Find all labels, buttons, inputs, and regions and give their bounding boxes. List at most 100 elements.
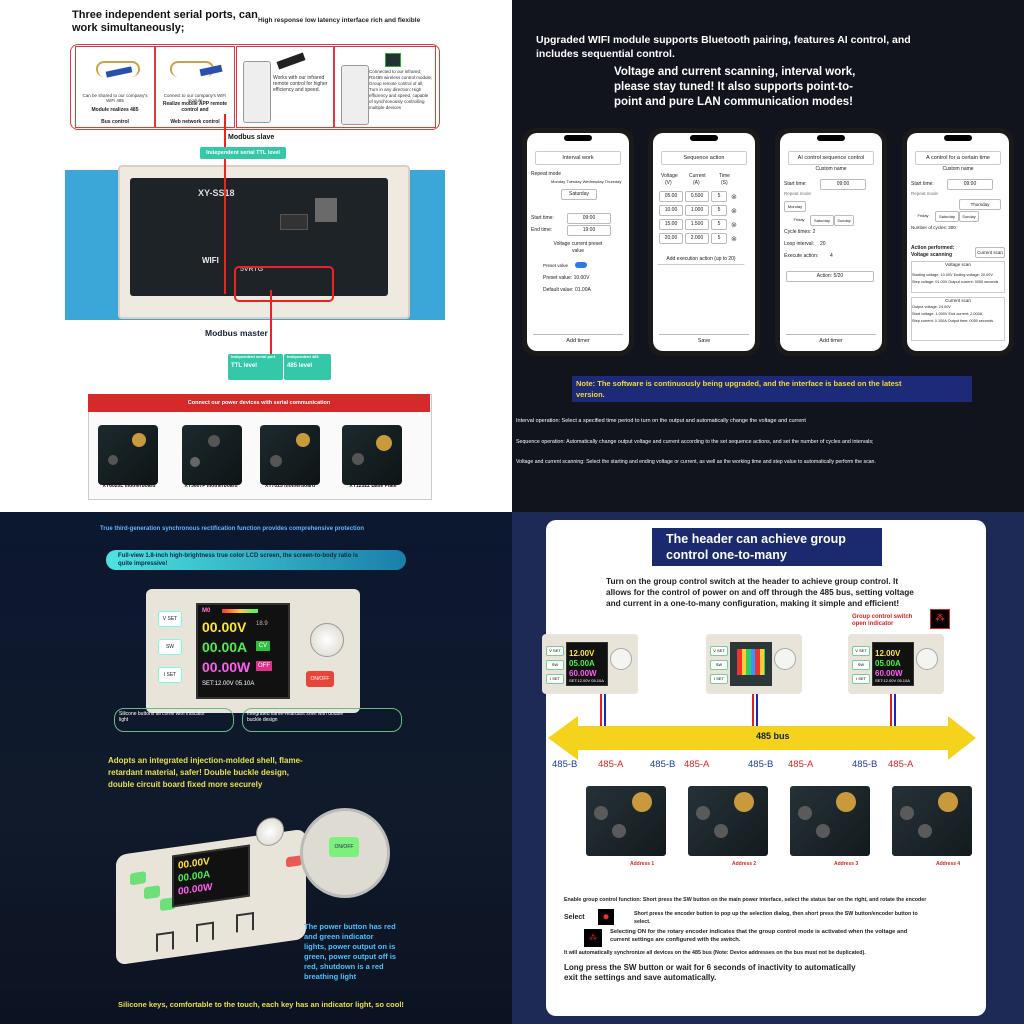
bus-arrow <box>548 716 976 760</box>
power-line1: The power button has red <box>304 922 396 931</box>
seq-t-2[interactable]: 5 <box>711 205 727 216</box>
day-chip-saturday[interactable]: Saturday <box>935 211 959 222</box>
iset-key[interactable]: I SET <box>852 674 870 684</box>
board-image-1 <box>98 425 158 485</box>
default-value: Default value: 01.00A <box>543 287 591 293</box>
device-lcd: 12.00V 05.00A 60.00W SET:12.00V 05.10A <box>566 642 608 686</box>
address-label-3: Address 3 <box>834 861 859 867</box>
address-label-1: Address 1 <box>630 861 655 867</box>
start-time-field[interactable]: 09:00 <box>947 179 993 190</box>
panel-serial-ports: Three independent serial ports, can work… <box>0 0 512 512</box>
card3-caption: Works with our infrared remote control f… <box>273 75 328 93</box>
day-chip-sunday[interactable]: Sunday <box>959 211 979 222</box>
menu-icons <box>737 649 765 675</box>
repeat-mode-label: Repeat mode <box>911 191 939 196</box>
panel-group-control: The header can achieve group control one… <box>512 512 1024 1024</box>
day-chip-friday[interactable]: Friday <box>917 213 929 218</box>
phone-screen: Sequence action Voltage Current Time (V)… <box>653 133 755 351</box>
day-chip-thursday[interactable]: Thursday <box>959 199 1001 210</box>
iset-button[interactable]: I SET <box>158 667 182 683</box>
repeat-mode-label: Repeat mode <box>784 191 812 196</box>
start-time-field[interactable]: 09:00 <box>567 213 611 224</box>
seq-a-4[interactable]: 2.000 <box>685 233 709 244</box>
seq-a-2[interactable]: 1.000 <box>685 205 709 216</box>
card4-caption: Connected to our infrared; RS485 wireles… <box>369 69 433 110</box>
angled-knob[interactable] <box>256 815 284 848</box>
notch <box>564 135 592 141</box>
saturday-chip[interactable]: Saturday <box>561 189 597 200</box>
chip <box>315 198 337 222</box>
ttl-level-box-2: Independent serial port TTL level <box>228 354 283 380</box>
preset-toggle[interactable] <box>575 262 587 268</box>
callout-right-line1: Integrated flame-retardant shell with do… <box>247 711 344 717</box>
start-time-label: Start time: <box>784 181 807 187</box>
seq-a-3[interactable]: 1.500 <box>685 219 709 230</box>
lcd-screen: M0 00.00V 00.00A 00.00W 18.9 CV OFF SET:… <box>196 603 290 699</box>
shell-text-line3: double circuit board fixed more securely <box>108 780 263 789</box>
rotary-knob[interactable] <box>774 648 796 670</box>
lcd-input: 18.9 <box>256 621 268 627</box>
voltage-scanning[interactable]: Voltage scanning <box>911 252 953 258</box>
address-board-2 <box>688 786 768 856</box>
start-time-field[interactable]: 09:00 <box>820 179 866 190</box>
angled-lcd: 00.00V 00.00A 00.00W <box>172 844 250 908</box>
zoom-onoff-button[interactable]: ON/OFF <box>329 837 359 857</box>
seq-v-4[interactable]: 20.00 <box>659 233 683 244</box>
current-scan-chip[interactable]: Current scan <box>975 247 1005 258</box>
sw-button[interactable]: SW <box>158 639 182 655</box>
seq-t-1[interactable]: 5 <box>711 191 727 202</box>
rotary-knob[interactable] <box>610 648 632 670</box>
end-time-field[interactable]: 19:00 <box>567 225 611 236</box>
add-timer-button[interactable]: Add timer <box>786 334 876 347</box>
loop-interval-value[interactable]: 20 <box>820 241 826 247</box>
silicone-keys-text: Silicone keys, comfortable to the touch,… <box>118 1000 404 1009</box>
seq-v-2[interactable]: 10.00 <box>659 205 683 216</box>
note-line1: Note: The software is continuously being… <box>576 379 902 388</box>
rotary-knob[interactable] <box>916 648 938 670</box>
device-front: V SET SW I SET M0 00.00V 00.00A 00.00W 1… <box>146 589 360 713</box>
seq-t-4[interactable]: 5 <box>711 233 727 244</box>
day-chip-saturday[interactable]: Saturday <box>810 215 834 226</box>
vset-key[interactable]: V SET <box>852 646 870 656</box>
iset-key[interactable]: I SET <box>546 674 564 684</box>
sw-key[interactable]: SW <box>852 660 870 670</box>
phone-screen: A control for a certain time Custom name… <box>907 133 1009 351</box>
iset-key[interactable]: I SET <box>710 674 728 684</box>
day-chip-friday[interactable]: Friday <box>793 217 805 222</box>
onoff-button[interactable]: ON/OFF <box>306 671 334 687</box>
modbus-slave-label: Modbus slave <box>228 134 275 141</box>
vset-key[interactable]: V SET <box>710 646 728 656</box>
notch <box>690 135 718 141</box>
seq-v-3[interactable]: 15.00 <box>659 219 683 230</box>
custom-name: Custom name <box>942 166 974 172</box>
rotary-knob[interactable] <box>310 623 344 657</box>
board-brand: XY-SS18 <box>198 188 235 198</box>
seq-v-1[interactable]: 05.00 <box>659 191 683 202</box>
seq-t-3[interactable]: 5 <box>711 219 727 230</box>
col-current: Current <box>689 173 706 179</box>
day-chip-monday[interactable]: Monday <box>784 201 806 212</box>
add-timer-button[interactable]: Add timer <box>533 334 623 347</box>
green-key[interactable] <box>144 885 160 900</box>
delete-icons[interactable]: ⊗⊗⊗⊗ <box>731 194 737 243</box>
unit-s: (S) <box>721 180 728 186</box>
add-action-button[interactable]: Add execution action (up to 20) <box>657 255 745 265</box>
address-label-4: Address 4 <box>936 861 961 867</box>
unit-v: (V) <box>665 180 672 186</box>
seq-a-1[interactable]: 0.500 <box>685 191 709 202</box>
day-chip-sunday[interactable]: Sunday <box>834 215 854 226</box>
q2-sub-line3: point and pure LAN communication modes! <box>614 96 853 108</box>
screen-title: A control for a certain time <box>915 151 1001 165</box>
wire-blue <box>894 694 896 734</box>
execute-action-value[interactable]: 4 <box>830 253 833 259</box>
green-key[interactable] <box>130 871 146 886</box>
vset-button[interactable]: V SET <box>158 611 182 627</box>
rf-remote-image <box>341 65 369 125</box>
wire-blue <box>756 694 758 734</box>
vset-key[interactable]: V SET <box>546 646 564 656</box>
sw-key[interactable]: SW <box>710 660 728 670</box>
link-line <box>270 290 272 354</box>
sw-key[interactable]: SW <box>546 660 564 670</box>
save-button[interactable]: Save <box>659 334 749 347</box>
select-label: Select <box>564 914 585 921</box>
